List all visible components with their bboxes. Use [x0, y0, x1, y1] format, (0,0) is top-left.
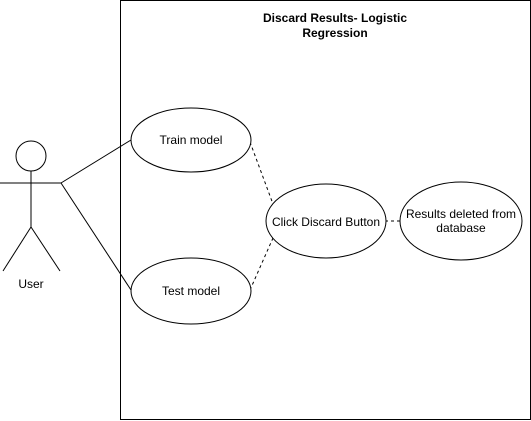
- actor-user-figure: [0, 140, 61, 272]
- system-title: Discard Results- Logistic Regression: [262, 11, 408, 40]
- use-case-test-label: Test model: [161, 284, 221, 298]
- actor-right-leg: [30, 226, 61, 272]
- use-case-click-discard: [265, 183, 387, 259]
- actor-label: User: [18, 277, 44, 291]
- actor-left-leg: [2, 226, 32, 272]
- use-case-train-label: Train model: [159, 133, 223, 147]
- association-test: [60, 182, 132, 291]
- use-case-train-model: [130, 107, 252, 173]
- actor-head: [15, 140, 47, 172]
- dependency-train-click: [249, 141, 274, 205]
- use-case-results-deleted: [399, 181, 523, 261]
- use-case-test-model: [130, 257, 252, 325]
- use-case-click-discard-label: Click Discard Button: [271, 214, 381, 229]
- use-case-results-deleted-label: Results deleted from database: [405, 207, 517, 235]
- association-train: [60, 139, 132, 184]
